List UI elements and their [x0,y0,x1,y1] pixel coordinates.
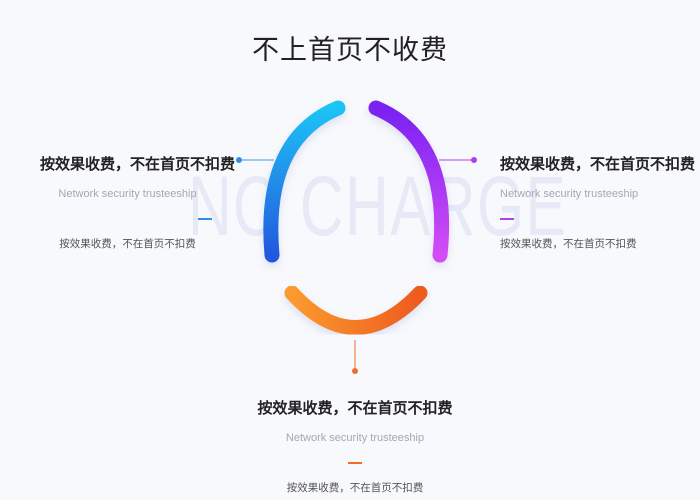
feature-bottom-description: 按效果收费，不在首页不扣费 [286,482,424,494]
feature-left-subtitle: Network security trusteeship [58,188,197,200]
bottom-connector-dot [352,368,358,374]
feature-right-description: 按效果收费，不在首页不扣费 [500,238,637,250]
feature-right-heading: 按效果收费，不在首页不扣费 [500,155,696,173]
feature-bottom-heading: 按效果收费，不在首页不扣费 [257,399,453,417]
feature-bottom-dash [348,462,362,464]
feature-left: 按效果收费，不在首页不扣费 Network security trusteesh… [40,153,236,251]
feature-right-subtitle: Network security trusteeship [500,188,639,200]
bottom-arc [284,285,428,335]
feature-right-dash [500,218,514,220]
feature-bottom-subtitle: Network security trusteeship [285,432,425,444]
right-arc [368,100,450,263]
page-title: 不上首页不收费 [252,35,448,66]
feature-left-dash [198,218,212,220]
left-connector-dot [236,157,242,163]
right-connector-dot [471,157,477,163]
feature-bottom: 按效果收费，不在首页不扣费 Network security trusteesh… [240,397,470,495]
feature-left-heading: 按效果收费，不在首页不扣费 [40,155,236,173]
feature-left-description: 按效果收费，不在首页不扣费 [59,238,196,250]
feature-right: 按效果收费，不在首页不扣费 Network security trusteesh… [500,153,696,251]
left-arc [263,100,346,263]
